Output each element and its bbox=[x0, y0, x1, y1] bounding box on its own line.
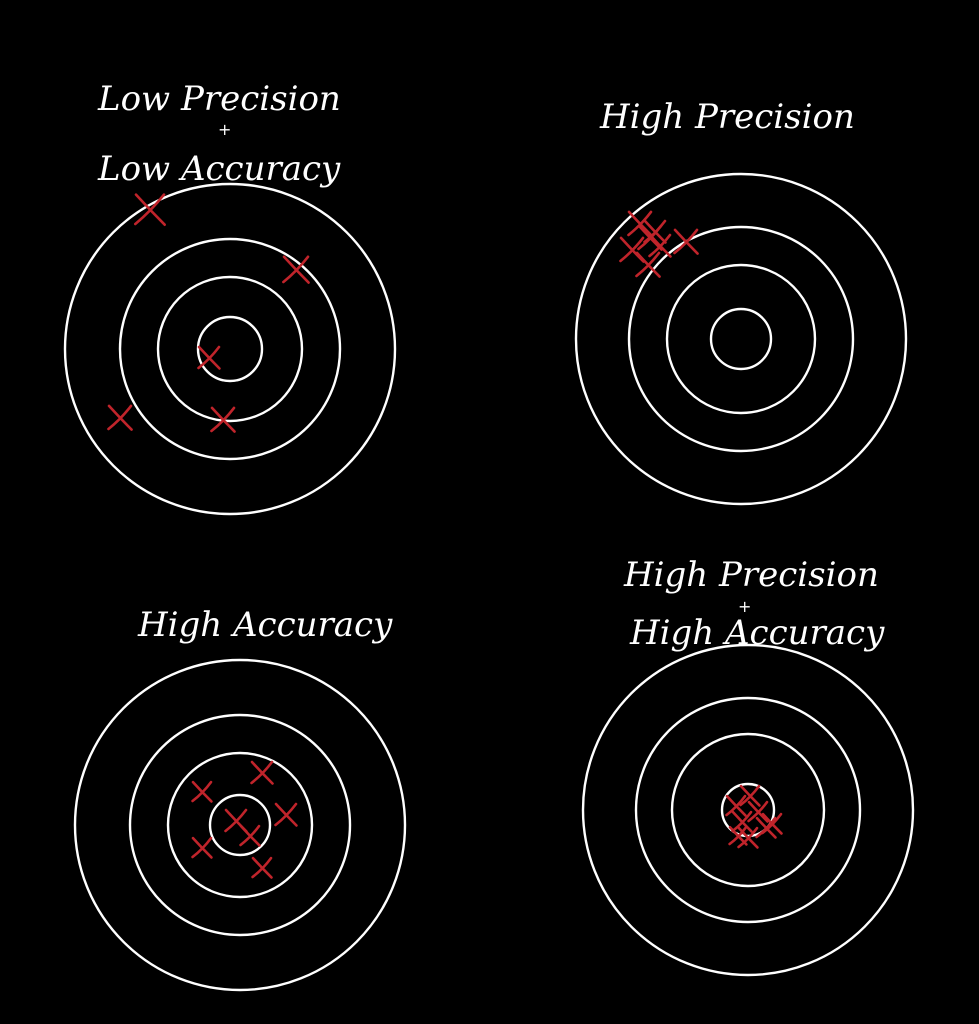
target-ring-3 bbox=[156, 275, 304, 423]
target-ring-1 bbox=[63, 182, 397, 516]
panel-high-accuracy-label: High Accuracy bbox=[137, 605, 393, 645]
target-ring-3 bbox=[670, 732, 826, 888]
marks-high-accuracy bbox=[191, 760, 298, 879]
label-line-high-accuracy: High Accuracy bbox=[137, 605, 393, 645]
x-mark bbox=[739, 784, 761, 807]
x-mark bbox=[107, 404, 133, 431]
target-high-precision bbox=[574, 172, 908, 506]
target-ring-1 bbox=[581, 643, 915, 977]
x-mark bbox=[251, 856, 273, 879]
x-mark bbox=[728, 825, 748, 846]
target-ring-4 bbox=[709, 307, 773, 371]
target-ring-3 bbox=[665, 263, 817, 415]
label-line-low-precision: Low Precision bbox=[97, 79, 341, 119]
marks-high-precision bbox=[619, 210, 699, 278]
label-plus: + bbox=[738, 597, 751, 616]
target-high-accuracy bbox=[73, 658, 407, 992]
x-mark bbox=[737, 826, 759, 849]
marks-high-precision-high-accuracy bbox=[725, 784, 783, 849]
x-mark bbox=[197, 345, 221, 370]
target-ring-2 bbox=[128, 713, 352, 937]
panel-high-precision-label: High Precision bbox=[599, 97, 855, 137]
x-mark bbox=[627, 210, 653, 237]
target-ring-2 bbox=[118, 237, 342, 461]
x-mark bbox=[210, 406, 236, 433]
x-mark bbox=[191, 836, 213, 859]
target-low-precision-low-accuracy bbox=[63, 182, 397, 516]
target-ring-2 bbox=[634, 696, 862, 924]
x-mark bbox=[761, 812, 783, 835]
marks-low-precision-low-accuracy bbox=[107, 193, 310, 433]
label-line-high-precision: High Precision bbox=[599, 97, 855, 137]
x-mark bbox=[239, 824, 261, 847]
marks bbox=[107, 193, 783, 879]
label-line-high-accuracy: High Accuracy bbox=[629, 613, 885, 653]
x-mark bbox=[274, 802, 298, 827]
x-mark bbox=[747, 800, 769, 823]
target-ring-1 bbox=[73, 658, 407, 992]
x-mark bbox=[134, 193, 166, 226]
panel-low-precision-low-accuracy-label: Low Precision + Low Accuracy bbox=[97, 79, 341, 189]
label-line-low-accuracy: Low Accuracy bbox=[97, 149, 341, 189]
target-ring-4 bbox=[196, 315, 264, 383]
x-mark bbox=[648, 233, 672, 258]
target-ring-2 bbox=[627, 225, 855, 453]
panel-high-precision-high-accuracy-label: High Precision + High Accuracy bbox=[623, 555, 885, 653]
x-mark bbox=[282, 255, 310, 284]
x-mark bbox=[191, 780, 213, 803]
label-plus: + bbox=[218, 120, 231, 139]
target-ring-4 bbox=[208, 793, 272, 857]
x-mark bbox=[725, 794, 747, 817]
label-line-high-precision: High Precision bbox=[623, 555, 879, 595]
x-mark bbox=[635, 251, 661, 278]
x-mark bbox=[731, 810, 753, 833]
x-mark bbox=[250, 760, 274, 785]
target-ring-3 bbox=[166, 751, 314, 899]
target-high-precision-high-accuracy bbox=[581, 643, 915, 977]
target-ring-1 bbox=[574, 172, 908, 506]
x-mark bbox=[673, 228, 699, 255]
